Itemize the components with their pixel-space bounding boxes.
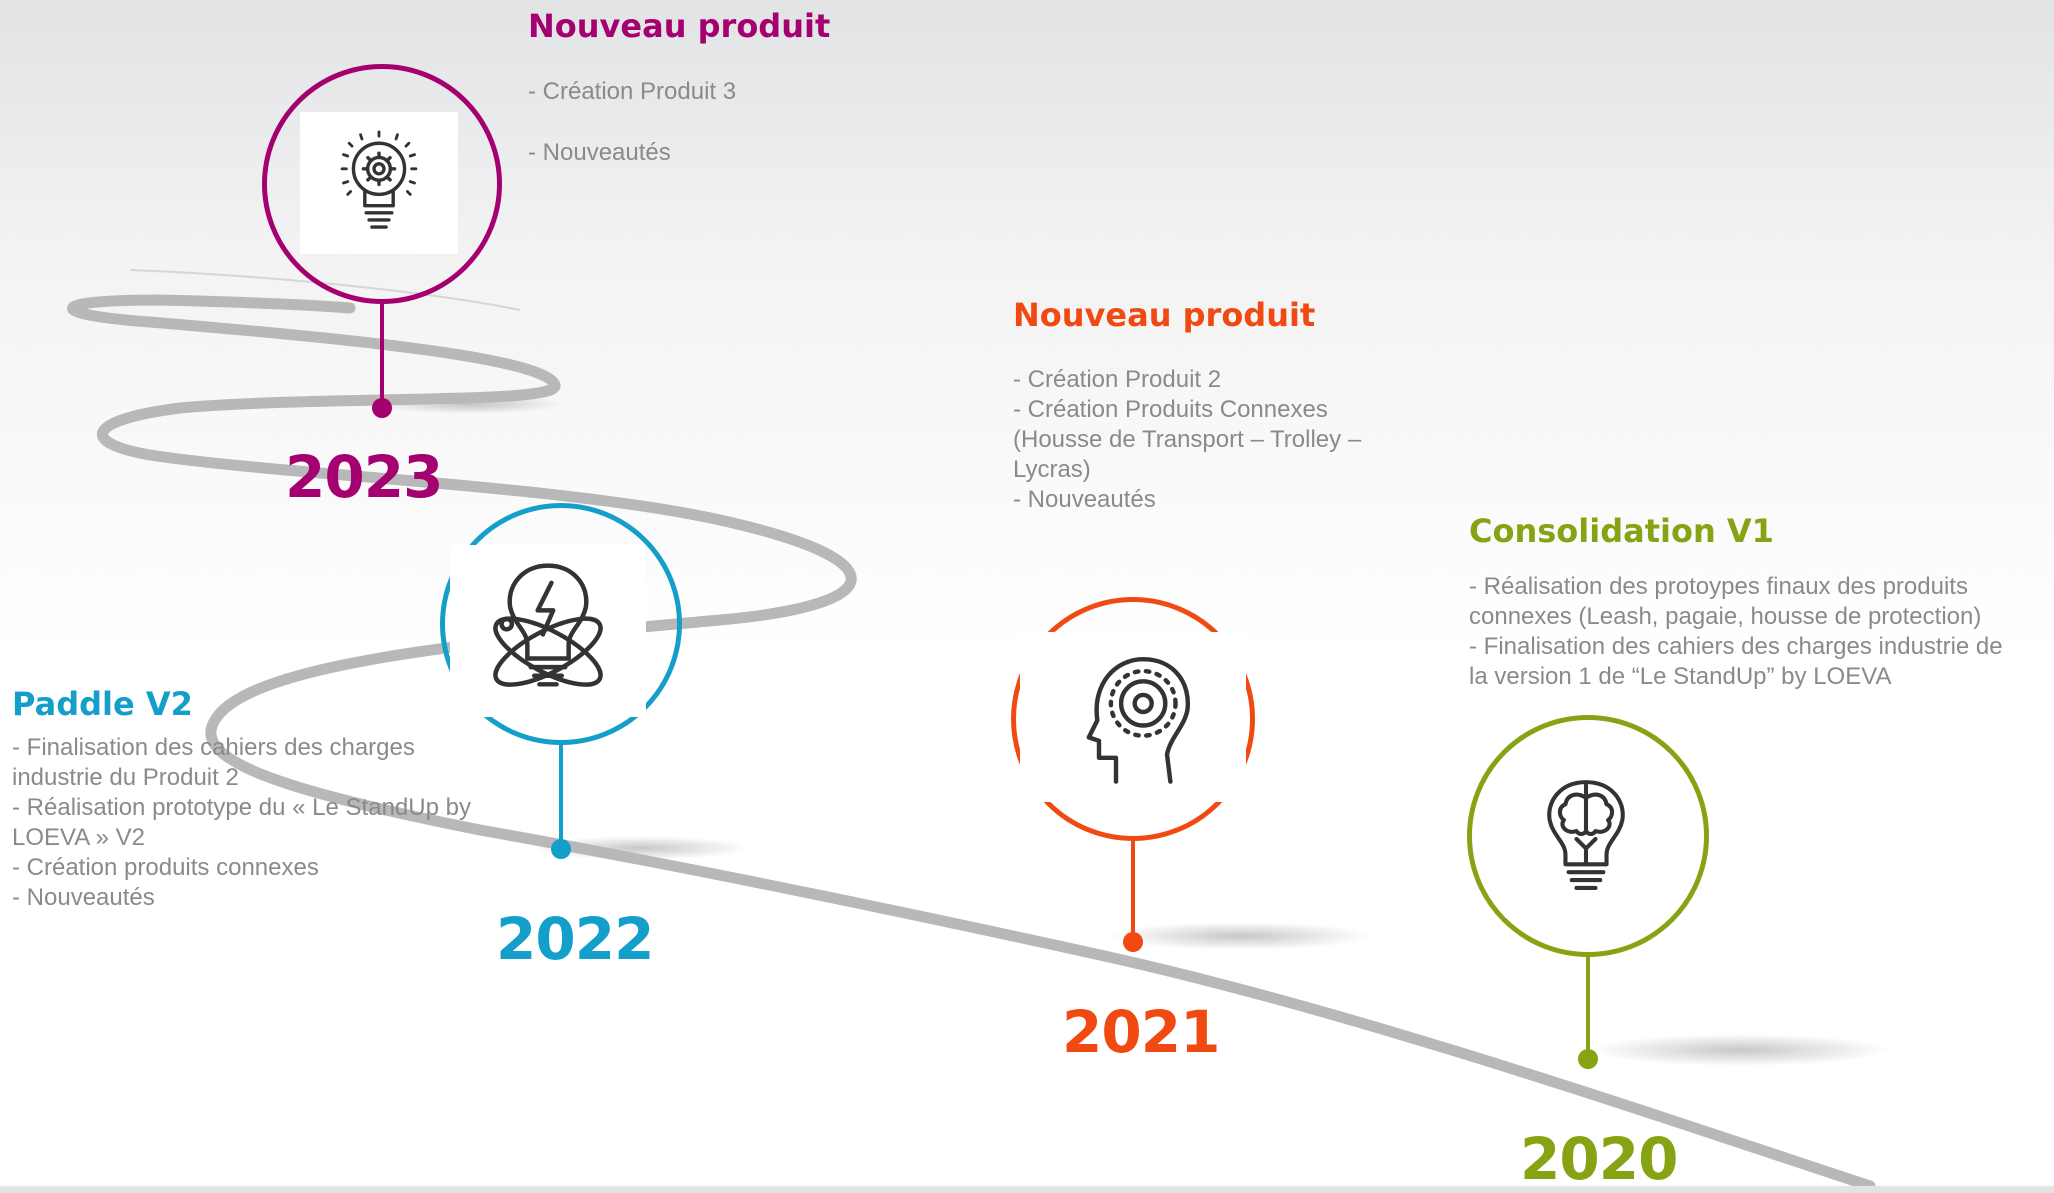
milestone-year: 2020 — [1520, 1125, 1678, 1193]
lightbulb-brain-icon — [1547, 780, 1625, 891]
icon-card — [1020, 632, 1246, 802]
milestone-ring — [1011, 597, 1255, 841]
description-line: - Réalisation prototype du « Le StandUp … — [12, 794, 471, 821]
icon-card — [1505, 760, 1667, 918]
description-line: - Finalisation des cahiers des charges i… — [1469, 633, 2003, 660]
description-line: Lycras) — [1013, 456, 1091, 483]
icon-card — [450, 545, 646, 717]
milestone-stem — [1586, 956, 1590, 1056]
milestone-dot — [1123, 932, 1143, 952]
milestone-dot — [551, 839, 571, 859]
milestone-stem — [1131, 840, 1135, 945]
description-line: - Nouveautés — [12, 884, 155, 911]
description-line: - Création produits connexes — [12, 854, 319, 881]
milestone-description: - Création Produit 2 - Création Produits… — [1013, 365, 1361, 515]
description-line: - Création Produit 2 — [1013, 366, 1222, 393]
description-line: - Nouveautés — [528, 139, 671, 166]
description-line: - Nouveautés — [1013, 486, 1156, 513]
milestone-dot — [1578, 1049, 1598, 1069]
description-line: la version 1 de “Le StandUp” by LOEVA — [1469, 663, 1892, 690]
milestone-year: 2021 — [1062, 998, 1220, 1066]
milestone-heading: Paddle V2 — [12, 685, 193, 723]
description-line: - Finalisation des cahiers des charges — [12, 734, 415, 761]
milestone-year: 2022 — [496, 905, 654, 973]
milestone-description: - Réalisation des protoypes finaux des p… — [1469, 572, 2003, 692]
description-line: - Création Produits Connexes — [1013, 396, 1328, 423]
milestone-dot — [372, 398, 392, 418]
description-line: connexes (Leash, pagaie, housse de prote… — [1469, 603, 1982, 630]
milestone-heading: Nouveau produit — [1013, 296, 1316, 334]
description-line: - Création Produit 3 — [528, 78, 737, 105]
milestone-description: - Création Produit 3 - Nouveautés — [528, 77, 736, 168]
description-line: industrie du Produit 2 — [12, 764, 239, 791]
description-line: LOEVA » V2 — [12, 824, 145, 851]
lightbulb-gear-icon — [340, 130, 418, 229]
milestone-heading: Consolidation V1 — [1469, 512, 1774, 550]
milestone-stem — [380, 303, 384, 401]
head-gear-icon — [1086, 656, 1191, 784]
milestone-description: - Finalisation des cahiers des charges i… — [12, 733, 471, 913]
milestone-ring — [440, 503, 682, 745]
milestone-stem — [559, 744, 563, 848]
milestone-heading: Nouveau produit — [528, 7, 831, 45]
milestone-ring — [262, 64, 502, 304]
milestone-year: 2023 — [285, 443, 443, 511]
description-line: - Réalisation des protoypes finaux des p… — [1469, 573, 1968, 600]
milestone-ring — [1467, 715, 1709, 957]
description-line: (Housse de Transport – Trolley – — [1013, 426, 1362, 453]
lightbulb-atom-icon — [493, 563, 603, 687]
icon-card — [300, 112, 458, 254]
